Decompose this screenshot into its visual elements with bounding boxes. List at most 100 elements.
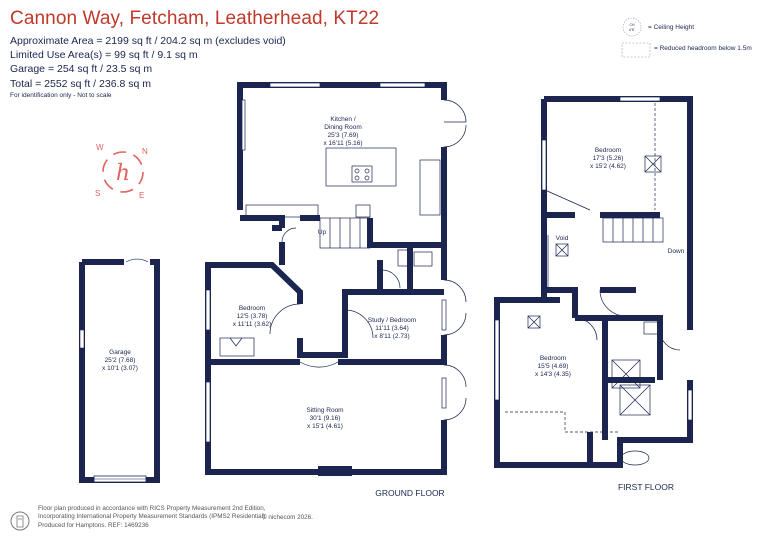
bedroom-gf-dim-2: x 11'11 (3.62) (233, 321, 272, 328)
first-floor-walls (494, 96, 693, 468)
toilet-icon (397, 249, 411, 267)
kitchen-door-2 (443, 124, 467, 148)
compass-n: N (142, 147, 148, 156)
bedroom-gf-dim-1: 12'5 (3.78) (237, 313, 268, 320)
limited-use-area: Limited Use Area(s) = 99 sq ft / 9.1 sq … (10, 49, 198, 62)
study-label: Study / Bedroom (368, 317, 416, 324)
reduced-headroom-icon (621, 42, 651, 58)
property-title: Cannon Way, Fetcham, Leatherhead, KT22 (10, 8, 380, 29)
void-skylight (555, 243, 569, 257)
rics-icon (10, 511, 30, 531)
study-window (441, 299, 447, 331)
study-dim-1: 11'11 (3.64) (375, 325, 409, 332)
void-label: Void (556, 235, 569, 242)
garage-label: Garage (109, 349, 131, 356)
wardrobe (219, 337, 255, 357)
ground-floor-walls (205, 82, 447, 475)
kitchen-label: Kitchen / (330, 116, 355, 123)
sitting-door-2 (443, 397, 467, 421)
room-labels: Kitchen / Dining Room 25'3 (7.69) x 16'1… (102, 116, 685, 498)
kitchen-window-left (241, 99, 246, 151)
garage-side-door (125, 258, 149, 263)
footer-line-1: Floor plan produced in accordance with R… (38, 505, 266, 512)
copyright-brand: © nichecom 2026. (262, 514, 313, 521)
footer-line-2: Incorporating International Property Mea… (38, 513, 267, 521)
bedroom-ff1-dim-1: 17'3 (5.26) (593, 155, 624, 162)
compass-w: W (96, 143, 104, 152)
ground-floor-label: GROUND FLOOR (375, 488, 444, 498)
kitchen-unit (419, 159, 441, 216)
reduced-headroom-label: = Reduced headroom below 1.5m (654, 45, 752, 52)
fireplace (318, 466, 352, 476)
shower-icon (611, 359, 641, 389)
stairs (319, 217, 371, 249)
compass-logo-mark: h (116, 161, 130, 186)
bedroom-gf-window (205, 289, 211, 331)
first-floor-label: FIRST FLOOR (618, 482, 674, 492)
garage-area: Garage = 254 sq ft / 23.5 sq m (10, 63, 153, 76)
basin-icon (413, 251, 433, 267)
rooflight-icon-2 (527, 315, 541, 329)
study-fittings (344, 279, 467, 339)
area-summary: Approximate Area = 2199 sq ft / 204.2 sq… (10, 34, 286, 91)
kitchen-island (325, 147, 397, 187)
compass-ring (102, 151, 144, 193)
kitchen-counter (245, 204, 319, 218)
bedroom-gf-fittings (205, 227, 301, 357)
sitting-fittings (205, 361, 467, 443)
sitting-dim-1: 30'1 (9.16) (310, 415, 341, 422)
footer-line-3: Produced for Hamptons. REF: 1469236 (38, 521, 149, 529)
ff-basin-icon (643, 321, 659, 335)
garage-dim-1: 25'2 (7.68) (105, 357, 136, 364)
hob-icon (351, 165, 373, 183)
legend: CH #'6" = Ceiling Height = Reduced headr… (620, 16, 760, 66)
legend-symbols: CH #'6" (621, 17, 651, 58)
garage-dim-2: x 10'1 (3.07) (102, 365, 138, 372)
up-label: Up (318, 229, 327, 236)
total-area: Total = 2552 sq ft / 236.8 sq m (10, 77, 151, 90)
kitchen-dim-2: x 16'11 (5.16) (323, 140, 362, 147)
wc-door (381, 269, 401, 289)
compass-e: E (139, 191, 144, 200)
sitting-door-1 (443, 364, 467, 388)
sitting-dim-2: x 15'1 (4.61) (307, 423, 343, 430)
bedroom-gf-label: Bedroom (239, 305, 265, 312)
approximate-area: Approximate Area = 2199 sq ft / 204.2 sq… (10, 35, 286, 47)
bedroom-ff2-dim-1: 15'5 (4.69) (538, 363, 569, 370)
sitting-label: Sitting Room (306, 407, 343, 414)
bath-icon (620, 450, 650, 466)
bedroom-ff2-label: Bedroom (540, 355, 566, 362)
ff-window-bedroom2 (494, 319, 500, 401)
ceiling-symbol-text: CH (629, 23, 635, 27)
study-dim-2: x 8'11 (2.73) (374, 333, 409, 340)
bedroom-ff1-label: Bedroom (595, 147, 621, 154)
ff-window-left (541, 139, 547, 191)
kitchen-fittings (241, 82, 467, 249)
sink-icon (355, 204, 371, 218)
kitchen-label-2: Dining Room (324, 124, 362, 131)
sitting-window-left (205, 381, 211, 443)
svg-text:#'6": #'6" (629, 28, 636, 32)
scale-note: For identification only - Not to scale (10, 92, 112, 99)
bedroom-ff1-dim-2: x 15'2 (4.62) (590, 163, 626, 170)
garage-window (79, 329, 85, 349)
kitchen-dim-1: 25'3 (7.69) (328, 132, 359, 139)
garage-structure (79, 258, 160, 483)
down-label: Down (668, 248, 685, 255)
wc-fittings (381, 249, 433, 289)
garage-walls (79, 259, 160, 483)
rooflight-icon (644, 155, 662, 173)
ceiling-height-icon (622, 17, 642, 37)
ff-door (599, 289, 627, 317)
first-floor-fittings (494, 96, 693, 466)
compass-s: S (95, 189, 100, 198)
kitchen-door-1 (443, 99, 467, 123)
study-door (344, 309, 374, 339)
ceiling-height-label: = Ceiling Height (648, 24, 695, 31)
bedroom-gf-door (269, 303, 301, 335)
bedroom-ff2-dim-2: x 14'3 (4.35) (535, 371, 571, 378)
compass-logo: h N W S E (95, 143, 148, 200)
kitchen-window-top (269, 82, 321, 88)
ff-window-top (619, 96, 661, 102)
